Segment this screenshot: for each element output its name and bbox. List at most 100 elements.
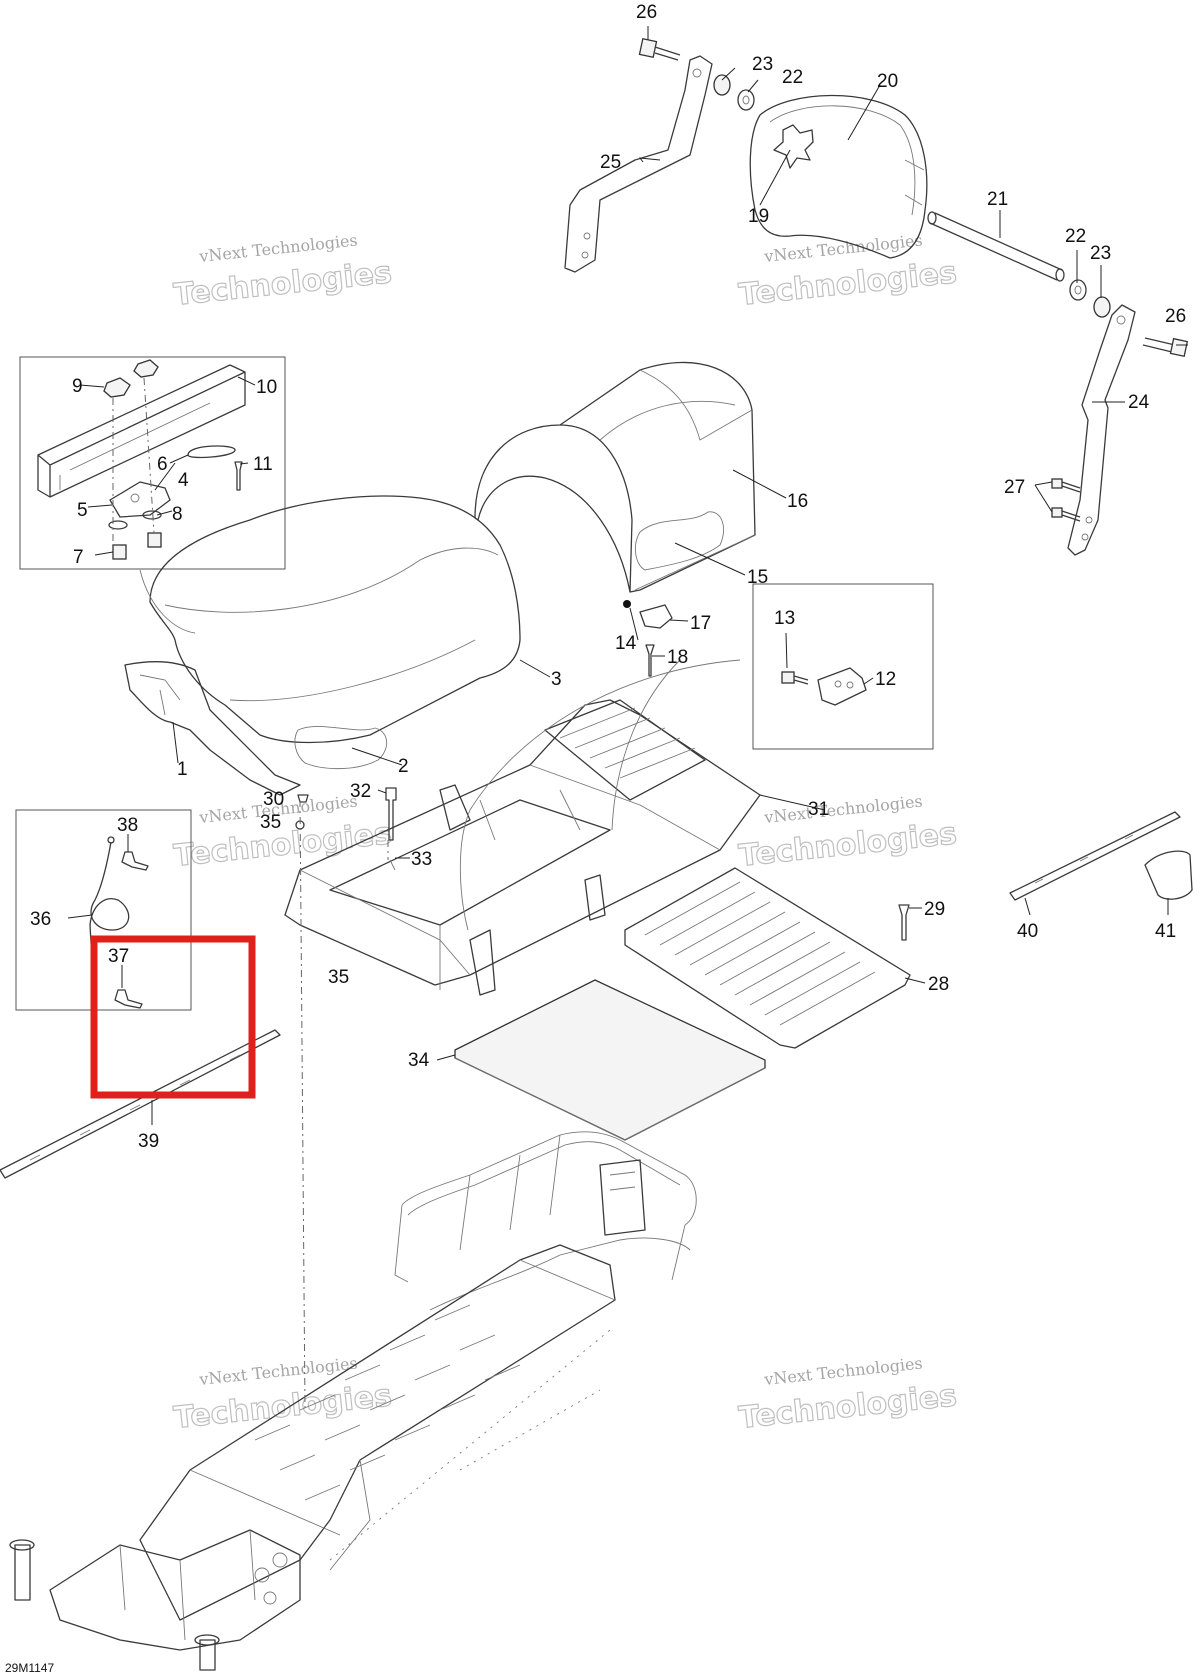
clip-17: [639, 604, 673, 629]
callout-38: 38: [117, 815, 138, 836]
callout-6: 6: [157, 454, 168, 475]
callout-34: 34: [408, 1050, 430, 1071]
watermark-1: vNext Technologies Technologies: [172, 230, 394, 313]
bracket-right: [1067, 304, 1136, 556]
diagram-code: 29M1147: [5, 1661, 54, 1675]
callout-31: 31: [808, 799, 829, 820]
nut-9a: [103, 377, 131, 398]
connector-32: [385, 787, 397, 841]
callout-14: 14: [615, 633, 637, 654]
nut-9b: [133, 359, 159, 378]
callout-35-bottom: 35: [328, 967, 349, 988]
chassis-frame: [9, 1131, 697, 1671]
detail-box-tether: [15, 809, 192, 1011]
callout-13: 13: [774, 608, 795, 629]
watermark-6: vNext Technologies Technologies: [737, 1353, 959, 1436]
callout-40: 40: [1017, 921, 1038, 942]
callout-36: 36: [30, 909, 51, 930]
lid-panel: [624, 867, 911, 1049]
callout-16: 16: [787, 491, 808, 512]
screws-bracket-right: [1051, 478, 1081, 522]
callout-39: 39: [138, 1131, 159, 1152]
bracket-left-hole: [692, 68, 702, 78]
tether-detail: [89, 836, 149, 1009]
washer-8b: [142, 510, 162, 520]
pivot-rod: [929, 212, 1063, 281]
assembly-line: [299, 799, 306, 1411]
callout-28: 28: [928, 974, 949, 995]
washer-right: [1069, 279, 1087, 301]
main-seat: [124, 495, 521, 796]
bolt-right: [1142, 337, 1189, 358]
pushpin-18: [645, 644, 655, 677]
bushing-top: [713, 74, 731, 96]
tether-pin-37: [114, 989, 143, 1009]
tether-cord: [89, 841, 130, 961]
rear-cushion-decal: [634, 511, 724, 571]
callout-4: 4: [178, 470, 189, 491]
seat-cushion: [149, 495, 521, 744]
detail-box-hinge: [752, 583, 934, 750]
bolt-7a: [112, 544, 127, 560]
callout-5: 5: [77, 500, 88, 521]
arrow-hinge-2: [611, 659, 681, 831]
callout-23-right: 23: [1090, 243, 1111, 264]
callout-26-top: 26: [636, 2, 657, 23]
fastener-14: [623, 600, 631, 608]
trim-strip-40: [1009, 811, 1181, 901]
callout-22-top: 22: [782, 67, 803, 88]
storage-lid: [624, 867, 911, 1049]
callout-8: 8: [172, 504, 183, 525]
storage-pad: [454, 979, 766, 1141]
hinge-screw: [781, 671, 795, 684]
callout-27: 27: [1004, 477, 1025, 498]
bracket-left: [564, 55, 713, 273]
pushpin-29: [898, 904, 910, 941]
callout-19: 19: [748, 206, 769, 227]
rear-cushion-body: [474, 361, 756, 593]
callout-10: 10: [256, 377, 277, 398]
callout-32: 32: [350, 781, 371, 802]
backrest-assembly: [564, 37, 1189, 556]
callout-9: 9: [72, 376, 83, 397]
callout-17: 17: [690, 613, 711, 634]
latch-plate: [109, 481, 171, 518]
callout-21: 21: [987, 189, 1008, 210]
bolt-7b: [147, 532, 162, 548]
bracket-left-hole: [583, 232, 591, 240]
callout-11: 11: [253, 454, 273, 475]
watermark-5: vNext Technologies Technologies: [172, 1353, 394, 1436]
callout-23-top: 23: [752, 54, 773, 75]
arrow-33: [389, 859, 396, 871]
callout-18: 18: [667, 647, 688, 668]
callout-7: 7: [73, 547, 84, 568]
hinge-detail: [781, 667, 867, 706]
latch-detail: [37, 359, 246, 560]
callout-2: 2: [398, 756, 409, 777]
frame-outer: [284, 699, 761, 986]
callout-1: 1: [177, 759, 188, 780]
callout-12: 12: [875, 669, 896, 690]
callout-33: 33: [411, 849, 432, 870]
callout-37: 37: [108, 946, 129, 967]
hinge: [817, 667, 867, 706]
callout-24: 24: [1128, 392, 1150, 413]
bushing-right: [1093, 296, 1111, 318]
fastener-30: [297, 794, 309, 803]
arrow-hinge: [459, 659, 741, 931]
watermark-4: vNext Technologies Technologies: [737, 791, 959, 874]
arrow-latch: [139, 569, 196, 634]
seat-base-front: [124, 661, 301, 796]
washer-top: [737, 89, 755, 111]
bolt-top: [638, 37, 681, 61]
end-cap-41: [1144, 850, 1193, 900]
callout-29: 29: [924, 899, 945, 920]
leader-lines: [67, 26, 1188, 1125]
frame-grid: [544, 699, 706, 801]
callout-20: 20: [877, 71, 898, 92]
callout-35-top: 35: [260, 812, 281, 833]
bracket-left-hole: [581, 251, 589, 259]
latch-pin: [234, 461, 243, 491]
backrest-cushion: [749, 94, 928, 259]
trim-strip-39: [0, 1029, 281, 1179]
